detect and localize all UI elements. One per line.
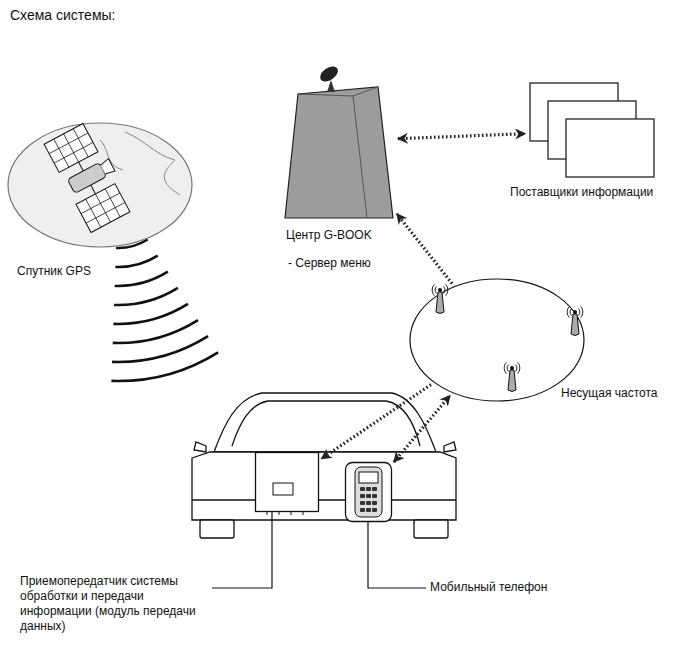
- phone-key: [360, 508, 365, 512]
- module-slot: [273, 483, 293, 495]
- phone-screen: [359, 472, 378, 483]
- module-pin: [303, 512, 304, 515]
- signal-wave: [113, 304, 188, 324]
- node-label: Мобильный телефон: [430, 580, 547, 595]
- diagram-title: Схема системы:: [10, 7, 115, 23]
- phone-key: [366, 487, 371, 491]
- phone-key: [372, 508, 377, 512]
- signal-wave: [112, 336, 208, 362]
- phone-key: [366, 508, 371, 512]
- module-pin: [279, 512, 280, 515]
- car-bumper-line: [192, 499, 456, 500]
- phone-body: [355, 467, 382, 517]
- node-label: Несущая частота: [561, 386, 657, 401]
- signal-wave: [113, 320, 198, 343]
- cell-tower: [432, 284, 448, 313]
- leader-line: [212, 512, 272, 588]
- data-link: [397, 214, 452, 284]
- cell-tower: [567, 306, 583, 335]
- node-label: Спутник GPS: [17, 264, 91, 279]
- node-label: Центр G-BOOK: [286, 228, 372, 243]
- signal-wave: [111, 352, 218, 381]
- signal-wave: [114, 288, 178, 305]
- phone-key: [372, 501, 377, 505]
- phone-key: [360, 494, 365, 498]
- node-label: Поставщики информации: [510, 185, 653, 200]
- phone-key: [366, 501, 371, 505]
- data-link: [321, 385, 431, 459]
- server-center: Центр G-BOOK- Сервер меню: [283, 62, 395, 220]
- car-mirror: [444, 442, 456, 452]
- car-wheel: [200, 520, 234, 538]
- car-mirror: [194, 442, 206, 452]
- building: [285, 87, 393, 218]
- car-windshield: [232, 401, 420, 446]
- car-wheel: [414, 520, 448, 538]
- phone-holder: [346, 463, 392, 522]
- module-pin: [291, 512, 292, 515]
- carrier-ellipse: Несущая частота: [409, 278, 585, 402]
- transceiver-module: Приемопередатчик системы обработки и пер…: [255, 452, 319, 512]
- node-shape: [255, 452, 319, 512]
- globe: [8, 123, 192, 247]
- node-label: Приемопередатчик системы обработки и пер…: [20, 574, 206, 634]
- leader-line: [368, 522, 426, 588]
- car-body: [192, 452, 456, 520]
- node-shape: [528, 81, 658, 181]
- phone-key: [366, 494, 371, 498]
- phone-key: [360, 487, 365, 491]
- module-box: [256, 453, 319, 512]
- module-pin: [267, 512, 268, 515]
- satellite-node: Спутник GPS: [5, 110, 195, 260]
- car-outline: [192, 393, 456, 538]
- phone-key: [360, 501, 365, 505]
- data-link: [398, 134, 525, 139]
- satellite-dish: [317, 63, 340, 92]
- phone-key: [372, 494, 377, 498]
- cell-tower: [504, 362, 520, 391]
- node-shape: [409, 278, 585, 402]
- phone-key: [372, 487, 377, 491]
- carrier-area: [410, 279, 584, 401]
- node-shape: [283, 62, 395, 220]
- solar-panel: [76, 184, 130, 233]
- mobile-phone: Мобильный телефон: [345, 462, 392, 522]
- building-edge: [298, 87, 378, 218]
- node-shape: [345, 462, 392, 522]
- data-link: [394, 396, 450, 462]
- provider-sheet: [566, 119, 654, 177]
- signal-wave: [115, 256, 157, 267]
- info-providers: Поставщики информации: [528, 81, 658, 181]
- gps-satellite: [44, 121, 135, 233]
- node-shape: [5, 110, 195, 260]
- signal-wave: [115, 272, 168, 286]
- leader-lines: [212, 512, 426, 588]
- node-sublabel: - Сервер меню: [288, 256, 371, 271]
- solar-panel: [44, 124, 98, 173]
